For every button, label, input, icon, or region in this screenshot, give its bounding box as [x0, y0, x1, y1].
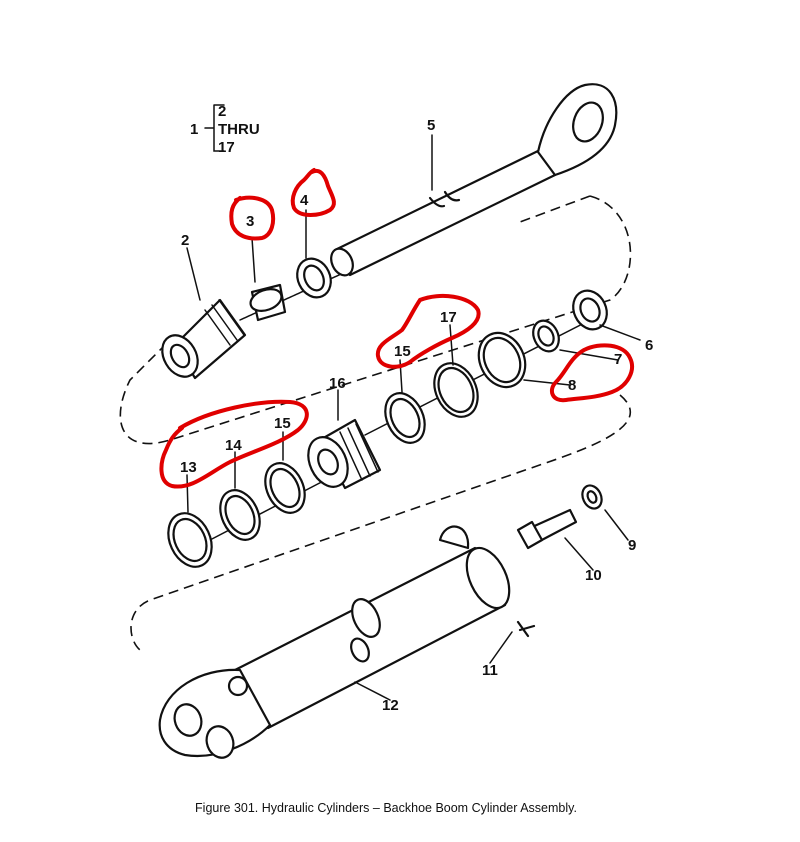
red-circle-13-14-15 [159, 399, 309, 489]
callout-8: 8 [568, 377, 576, 394]
callout-4: 4 [300, 192, 309, 209]
washer-and-bolt [516, 484, 603, 550]
callout-11: 11 [482, 662, 498, 679]
piston [307, 418, 382, 490]
legend-item-number: 1 [190, 121, 198, 138]
upper-assembly-outline-right [519, 195, 591, 223]
callout-3: 3 [246, 213, 254, 230]
callout-13: 13 [180, 459, 197, 476]
rings-13-14-15 [167, 462, 306, 568]
legend-thru: THRU [218, 121, 260, 138]
callout-9: 9 [628, 537, 636, 554]
piston-rod [330, 83, 618, 277]
rings-6-7-8 [477, 289, 608, 389]
legend-range-end: 17 [218, 139, 235, 156]
red-annotations [159, 168, 634, 489]
red-circle-4 [290, 168, 336, 217]
red-circle-7-8 [549, 343, 634, 403]
callout-15-upper: 15 [394, 343, 411, 360]
callouts: 2 3 4 5 6 7 8 9 10 11 12 13 14 15 15 16 … [180, 117, 653, 714]
leader-lines [186, 134, 641, 701]
callout-6: 6 [645, 337, 653, 354]
gland-nut [161, 298, 247, 380]
rings-15-17 [384, 362, 479, 444]
upper-assembly-outline [119, 195, 632, 445]
callout-14: 14 [225, 437, 242, 454]
lower-assembly-outline [130, 394, 632, 651]
callout-10: 10 [585, 567, 602, 584]
red-circle-3 [229, 195, 276, 241]
grease-fitting [516, 620, 536, 638]
callout-16: 16 [329, 375, 346, 392]
legend-bracket: 1 2 THRU 17 [190, 103, 260, 156]
callout-12: 12 [382, 697, 399, 714]
callout-15-lower: 15 [274, 415, 291, 432]
wiper-seal [296, 257, 332, 299]
cylinder-barrel [158, 525, 511, 759]
bushing [249, 283, 287, 322]
callout-17: 17 [440, 309, 457, 326]
callout-7: 7 [614, 351, 622, 368]
callout-5: 5 [427, 117, 435, 134]
callout-2: 2 [181, 232, 189, 249]
legend-range-start: 2 [218, 103, 226, 120]
figure-caption: Figure 301. Hydraulic Cylinders – Backho… [195, 801, 577, 815]
red-circle-15-17 [375, 293, 481, 369]
